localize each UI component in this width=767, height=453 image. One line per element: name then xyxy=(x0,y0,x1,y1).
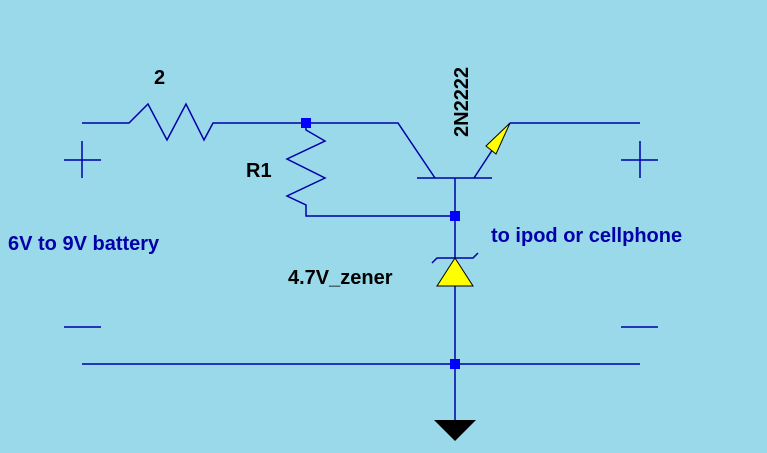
resistor-series[interactable] xyxy=(82,102,306,142)
ground-icon xyxy=(434,420,476,441)
zener-diode[interactable] xyxy=(431,252,479,287)
wire-collector xyxy=(306,122,436,179)
resistor-series-label: 2 xyxy=(154,67,165,89)
zener-triangle-icon xyxy=(436,257,474,287)
resistor-r1[interactable] xyxy=(285,123,455,217)
input-annotation: 6V to 9V battery xyxy=(8,233,160,255)
output-annotation: to ipod or cellphone xyxy=(491,225,682,247)
output-plus-terminal xyxy=(621,141,658,178)
resistor-r1-label: R1 xyxy=(246,160,272,182)
input-plus-terminal xyxy=(64,141,101,178)
transistor-emitter-arrow-icon xyxy=(485,122,511,155)
junction-dot xyxy=(301,118,311,128)
resistor-r1-symbol xyxy=(285,123,455,217)
transistor-2n2222[interactable] xyxy=(417,122,511,216)
resistor-series-symbol xyxy=(82,102,306,142)
transistor-label: 2N2222 xyxy=(451,67,473,137)
junction-dot xyxy=(450,359,460,369)
junction-dot xyxy=(450,211,460,221)
zener-label: 4.7V_zener xyxy=(288,267,393,289)
